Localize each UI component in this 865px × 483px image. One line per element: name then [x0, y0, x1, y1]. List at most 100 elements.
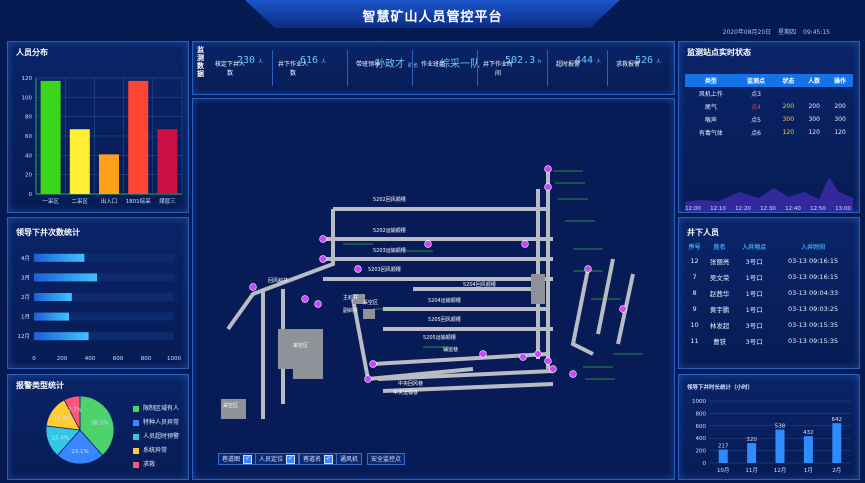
legend-swatch — [133, 433, 139, 440]
x-tick-label: 1801综采 — [126, 197, 151, 205]
map-layer-toggle[interactable]: 安全监控点 — [367, 453, 406, 465]
y-tick-label: 1月 — [21, 314, 30, 321]
table-cell: 200 — [782, 103, 795, 110]
legend-label: 特种人员异常 — [143, 419, 180, 426]
checkbox[interactable]: ✓ — [243, 455, 253, 464]
row-index: 12 — [690, 257, 699, 265]
tunnel-label: 辅运巷 — [443, 346, 458, 353]
stat-label: 求救报警 — [615, 61, 640, 68]
legend-item: 特种人员异常 — [133, 417, 179, 426]
stat-value: 616 人 — [300, 55, 326, 66]
pie-slice-label: 23.1% — [71, 449, 88, 455]
checkbox[interactable]: ✓ — [324, 455, 334, 464]
map-layer-toggle[interactable]: 人员定位✓ — [255, 453, 300, 465]
x-tick-label: 800 — [141, 356, 152, 362]
person-location-pin — [544, 183, 552, 191]
alarm-type-panel: 报警类型统计 38.5%23.1%15.4%15.4%7.7% 限制区域有人特种… — [7, 374, 189, 480]
stat-value: 孙政才 矿长 — [375, 55, 418, 70]
header-bar: 智慧矿山人员管控平台 2020年08月20日 星期四 09:45:15 — [0, 0, 865, 38]
chart-title: 领导下井时长统计（小时） — [686, 383, 753, 391]
time-tick-label: 12:50 — [810, 206, 826, 212]
person-name: 黄宇鹏 — [709, 306, 730, 314]
column-header: 监测点 — [747, 78, 766, 85]
person-bar — [157, 129, 178, 194]
tunnel-path — [372, 352, 549, 366]
bar-value-label: 642 — [832, 417, 843, 423]
date-text: 2020年08月20日 — [722, 29, 772, 36]
tunnel-label: 中央运输巷 — [393, 389, 418, 396]
mine-map[interactable]: 5202回风顺槽5202运输顺槽5203运输顺槽5203回风顺槽5204回风顺槽… — [193, 99, 674, 479]
person-location-pin — [369, 360, 377, 368]
legend-item: 限制区域有人 — [133, 403, 179, 412]
tunnel-label: 副斜井 — [343, 307, 358, 314]
legend-swatch — [133, 405, 139, 412]
entry-point: 3号口 — [745, 258, 763, 266]
x-tick-label: 煤层三 — [159, 197, 176, 205]
y-tick-label: 400 — [696, 436, 707, 442]
column-header: 入井地点 — [742, 244, 767, 251]
map-layer-toggle[interactable]: 通风机 — [336, 453, 363, 465]
title-banner — [245, 0, 620, 28]
legend-label: 限制区域有人 — [143, 405, 180, 412]
table-cell: 有毒气体 — [698, 130, 723, 137]
pie-slice — [63, 395, 81, 431]
stat-divider — [272, 50, 273, 86]
person-bar — [69, 129, 90, 194]
stat-label: 核定下井人数 — [215, 61, 246, 77]
x-tick-label: 600 — [113, 356, 124, 362]
time-tick-label: 12:10 — [710, 206, 726, 212]
person-location-pin — [569, 370, 577, 378]
y-tick-label: 2月 — [21, 294, 30, 301]
person-location-pin — [521, 240, 529, 248]
y-tick-label: 4月 — [21, 255, 30, 262]
checkbox[interactable]: ✓ — [286, 455, 296, 464]
entry-time: 03-13 09:16:15 — [773, 253, 853, 269]
entry-clock: 09:15:35 — [806, 321, 839, 329]
bar-track — [34, 273, 174, 282]
stat-unit: 人 — [653, 59, 662, 65]
entry-point: 1号口 — [745, 306, 763, 314]
hours-bar — [832, 423, 842, 463]
bar-value-label: 217 — [718, 444, 729, 450]
stat-value-text: 孙政才 — [375, 59, 405, 70]
map-layer-toggle-label: 巷道图 — [222, 456, 241, 463]
entry-clock: 09:16:15 — [806, 273, 839, 281]
person-bar — [128, 80, 149, 194]
tunnel-label: 5204回风顺槽 — [463, 281, 496, 288]
tunnel-label: 回风斜井 — [268, 277, 288, 284]
person-location-pin — [364, 375, 372, 383]
stat-value: 230 人 — [237, 55, 263, 66]
pie-slice-label: 38.5% — [91, 421, 108, 427]
leader-count-bar — [34, 312, 69, 321]
time-text: 09:45:15 — [803, 29, 830, 36]
map-layer-toggle[interactable]: 巷道图✓ — [218, 453, 257, 465]
y-tick-label: 80 — [25, 115, 32, 121]
legend-swatch — [133, 447, 139, 454]
goaf-block — [293, 339, 323, 379]
person-name: 曹铁 — [713, 338, 727, 346]
time-tick-label: 12:00 — [685, 206, 701, 212]
person-bar — [40, 80, 61, 194]
weekday-text: 星期四 — [778, 29, 797, 36]
entry-time: 03-13 09:16:15 — [773, 269, 853, 285]
pie-slice-label: 7.7% — [68, 408, 82, 414]
person-location-pin — [584, 265, 592, 273]
person-dist-title: 人员分布 — [16, 48, 48, 57]
goaf-block — [221, 399, 246, 419]
x-tick-label: 400 — [85, 356, 96, 362]
y-tick-label: 20 — [25, 173, 32, 179]
table-cell: 200 — [808, 103, 820, 110]
stat-divider — [547, 50, 548, 86]
person-location-pin — [249, 283, 257, 291]
table-cell: 120 — [808, 129, 820, 136]
table-cell: 300 — [808, 116, 820, 123]
tunnel-label: 中央回风巷 — [398, 380, 423, 387]
y-tick-label: 120 — [22, 76, 33, 82]
map-layer-toggle[interactable]: 巷道名✓ — [299, 453, 338, 465]
